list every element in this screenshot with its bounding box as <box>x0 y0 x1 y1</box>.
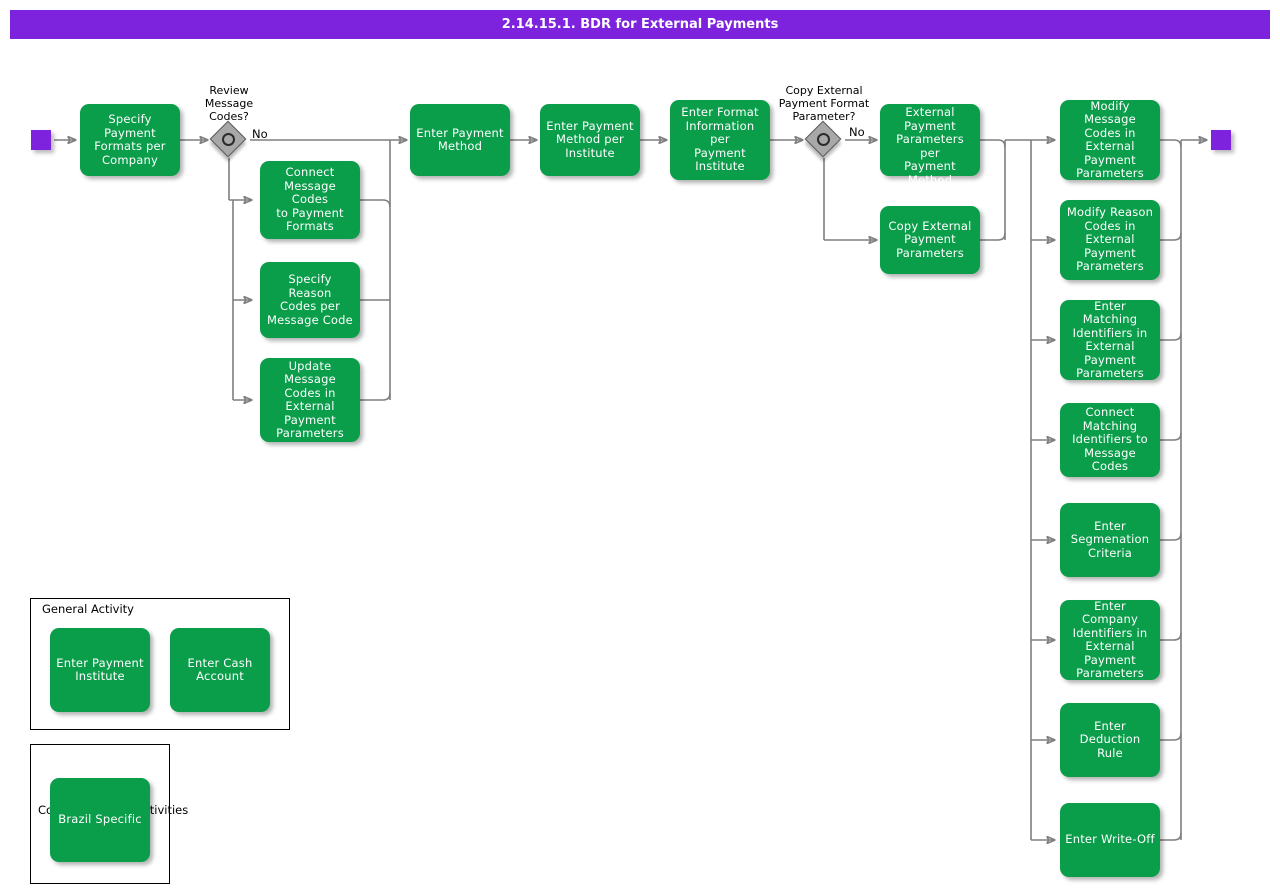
end-event-terminal[interactable] <box>1211 130 1231 150</box>
page-title: 2.14.15.1. BDR for External Payments <box>10 10 1270 39</box>
legend-general-activity <box>30 598 290 730</box>
start-event-terminal[interactable] <box>31 130 51 150</box>
branch-label-no-copy-external-payment-format-parameter: No <box>849 125 865 139</box>
legend-title-general-activity: General Activity <box>42 602 134 616</box>
legend-item-brazil-specific[interactable]: Brazil Specific <box>50 778 150 862</box>
task-label: Enter Write-Off <box>1065 832 1155 847</box>
legend-country-specific-activities <box>30 744 170 884</box>
gateway-review-message-codes[interactable] <box>209 120 247 158</box>
gateway-copy-external-payment-format-parameter[interactable] <box>804 120 842 158</box>
task-label: Brazil Specific <box>58 812 142 827</box>
branch-label-no-review-message-codes: No <box>252 127 268 141</box>
task-enter-write-off[interactable]: Enter Write-Off <box>1060 803 1160 877</box>
gateway-inclusive-circle-icon <box>817 133 830 146</box>
gateway-inclusive-circle-icon <box>222 133 235 146</box>
